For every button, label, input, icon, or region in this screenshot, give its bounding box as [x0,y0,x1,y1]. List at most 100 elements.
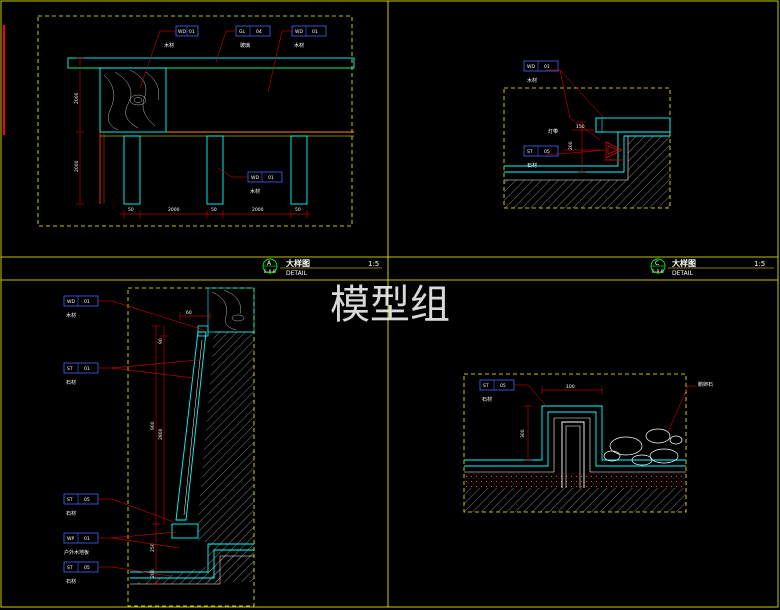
dim-a-3: 50 [128,207,134,213]
dim-c-1: 200 [568,141,574,150]
wood-grain [103,69,159,131]
panel-a-scale: 1:5 [368,260,379,268]
svg-text:石材: 石材 [482,396,492,403]
svg-text:ST: ST [67,497,73,503]
svg-text:WD: WD [251,175,259,181]
svg-text:05: 05 [84,497,90,503]
dim-a-7: 50 [295,207,301,213]
dim-b-5: 250 [150,543,156,552]
material-tag: ST 05 石材 [63,493,175,523]
svg-text:01: 01 [312,29,318,35]
dim-b-6: 200 [150,569,156,578]
svg-text:05: 05 [84,565,90,571]
material-tag: WD 01 木材 [267,25,327,93]
svg-text:GL: GL [239,29,245,35]
svg-text:WD: WD [527,64,535,70]
dim-a-6: 2000 [252,207,264,213]
svg-text:石材: 石材 [527,162,537,169]
svg-text:木材: 木材 [527,77,537,84]
svg-text:01: 01 [84,299,90,305]
watermark: 模型组 [330,282,450,328]
panel-d-channel-section: 100 300 ST 05 石材 鹅卵石 [463,373,713,513]
panel-a-view-boundary [37,15,353,227]
panel-a-bench-elevation: 2000 2000 50 2000 50 2000 50 WD 01 木材 GL… [37,15,382,277]
panel-c-scale: 1:5 [754,260,765,268]
svg-text:ST: ST [67,565,73,571]
svg-text:01: 01 [544,64,550,70]
dim-a-1: 2000 [74,92,80,104]
material-tag: ST 05 石材 [479,379,549,409]
svg-text:木材: 木材 [294,42,304,49]
bench-leg-3 [290,135,308,205]
panel-c-groove-detail: 200 150 WD 01 木材 灯带 ST 05 石材 C E-8-B 大样图… [503,60,774,277]
svg-text:WD: WD [295,29,303,35]
material-tag: ST 05 石材 [63,561,171,585]
svg-text:01: 01 [268,175,274,181]
svg-text:04: 04 [256,29,262,35]
dim-a-4: 2000 [168,207,180,213]
material-tag: WP 01 户外木地板 [63,531,181,556]
dim-c-2: 150 [576,124,585,130]
bench-leg-2 [206,135,224,205]
svg-text:木材: 木材 [250,188,260,195]
material-tag: WD 01 木材 [523,60,559,84]
svg-text:05: 05 [544,149,550,155]
pebble-fill [603,428,683,466]
bench-top-slab [67,57,355,69]
svg-text:WD: WD [178,29,186,35]
svg-text:E-8-B: E-8-B [264,269,276,275]
dim-b-4: 900 [150,421,156,430]
material-tag: GL 04 玻璃 [215,25,271,63]
svg-text:C: C [655,260,659,267]
material-tag: ST 01 石材 [63,359,199,386]
bench-leg-1 [123,135,141,205]
svg-text:木材: 木材 [164,42,174,49]
light-strip-note: 灯带 [548,128,558,135]
panel-a-title: 大样图 [286,258,310,268]
material-tag: WD 01 木材 [217,167,283,195]
dim-b-2: 90 [158,338,164,344]
svg-text:石材: 石材 [66,578,76,585]
material-tag: ST 05 石材 [523,145,559,169]
wall-ledge [171,523,199,539]
panel-a-title-block: A E-8-B 大样图 DETAIL 1:5 [262,258,382,277]
svg-text:玻璃: 玻璃 [240,42,250,49]
panel-c-title-block: C E-8-B 大样图 DETAIL 1:5 [650,258,774,277]
svg-text:05: 05 [500,383,506,389]
svg-text:ST: ST [527,149,533,155]
svg-text:01: 01 [189,29,195,35]
svg-text:石材: 石材 [66,510,76,517]
svg-text:ST: ST [67,366,73,372]
dim-a-2: 2000 [74,160,80,172]
panel-a-subtitle: DETAIL [286,270,307,277]
wood-block [99,67,167,133]
panel-c-title: 大样图 [672,258,696,268]
dim-d-1: 100 [566,384,575,390]
wall-top-cap [207,287,255,333]
dim-b-3: 2800 [158,428,164,440]
panel-b-wall-section: 60 90 2800 900 250 200 WD 01 木材 ST 01 石材… [63,287,255,607]
dim-d-2: 300 [520,429,526,438]
svg-text:ST: ST [483,383,489,389]
svg-text:WD: WD [67,299,75,305]
gravel-bed [464,472,686,488]
dim-a-5: 50 [211,207,217,213]
svg-text:01: 01 [84,536,90,542]
material-tag: WD 01 木材 [139,25,199,89]
svg-text:木材: 木材 [66,312,76,319]
groove-top-plank [595,117,671,133]
dim-b-1: 60 [186,310,192,316]
svg-text:A: A [267,260,272,267]
svg-text:户外木地板: 户外木地板 [64,549,89,556]
pebble-note: 鹅卵石 [698,381,713,388]
svg-text:E-8-B: E-8-B [652,269,664,275]
panel-c-subtitle: DETAIL [672,270,693,277]
panel-b-view-boundary [127,287,255,607]
svg-text:01: 01 [84,366,90,372]
svg-text:WP: WP [67,536,74,542]
material-tag: WD 01 木材 [63,295,205,331]
light-strip [604,141,624,161]
svg-text:石材: 石材 [66,379,76,386]
